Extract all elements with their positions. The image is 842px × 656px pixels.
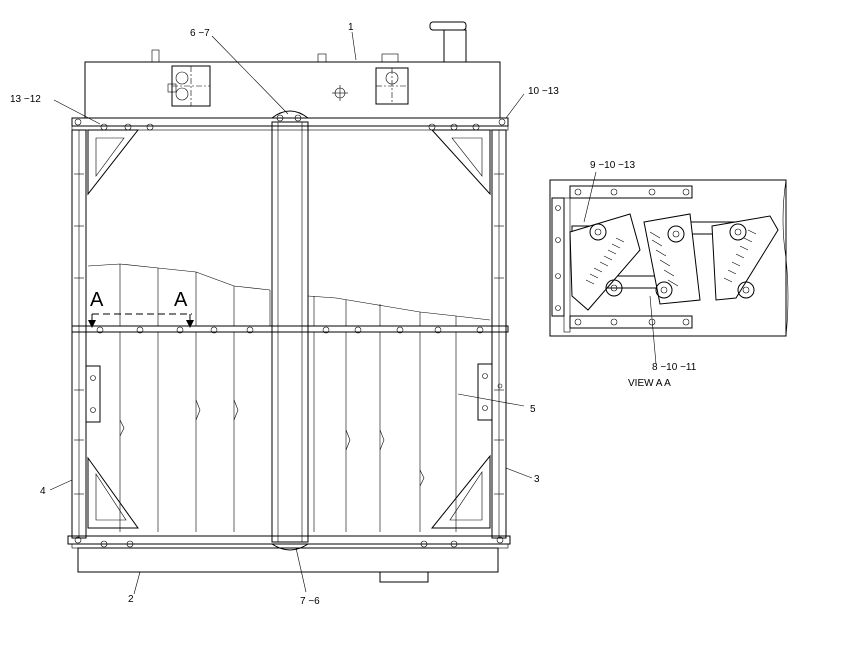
top-flange — [71, 110, 509, 131]
callout-5: 5 — [530, 404, 536, 415]
callout-10-13: 10 −13 — [528, 86, 559, 97]
left-side-frame — [71, 129, 87, 539]
detail-view-aa — [549, 171, 789, 365]
callout-6-7: 6 −7 — [190, 28, 210, 39]
radiator-core — [71, 121, 509, 543]
callout-8-10-11: 8 −10 −11 — [652, 362, 697, 373]
view-aa-caption: VIEW A A — [628, 378, 671, 389]
callout-7-6: 7 −6 — [300, 596, 320, 607]
callout-2: 2 — [128, 594, 134, 605]
callout-13-12: 13 −12 — [10, 94, 41, 105]
callout-1: 1 — [348, 22, 354, 33]
corner-gussets — [87, 129, 491, 529]
callout-9-10-13: 9 −10 −13 — [590, 160, 635, 171]
section-a-left-label: A — [90, 289, 104, 311]
bottom-tank — [67, 535, 511, 583]
callout-3: 3 — [534, 474, 540, 485]
section-line-aa — [88, 313, 194, 328]
top-tank — [84, 21, 501, 119]
callout-4: 4 — [40, 486, 46, 497]
right-side-frame — [491, 129, 507, 539]
leader-lines — [49, 31, 533, 595]
section-a-right-label: A — [174, 289, 188, 311]
